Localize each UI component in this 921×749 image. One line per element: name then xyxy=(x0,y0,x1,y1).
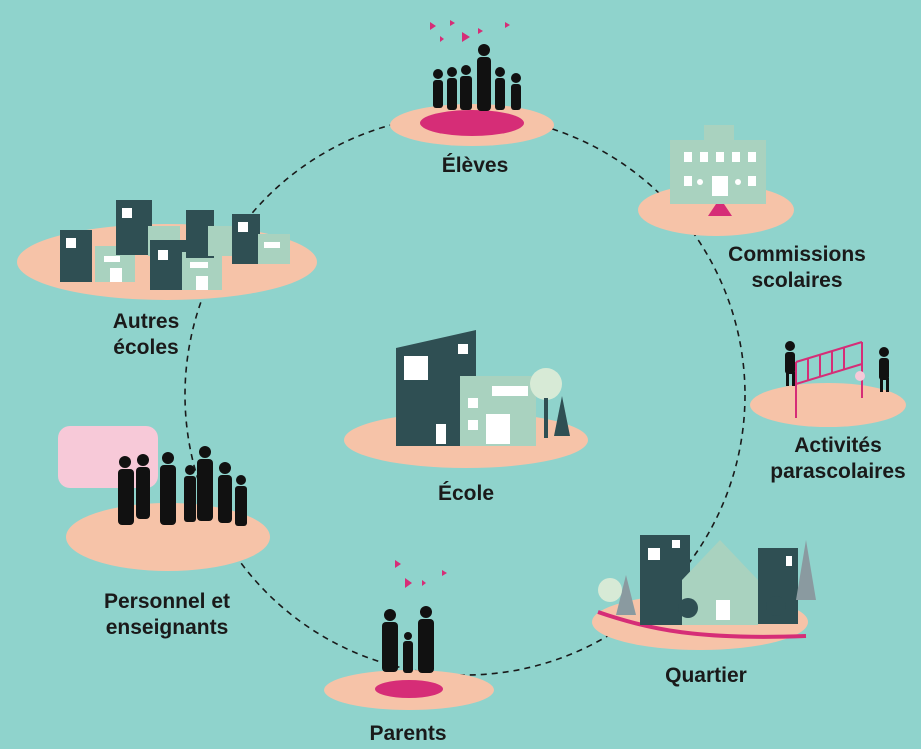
commissions-node xyxy=(638,125,794,236)
activites-node xyxy=(750,341,906,427)
label-activites: Activités parascolaires xyxy=(770,434,906,483)
staff-silhouettes-icon xyxy=(118,446,247,526)
butterflies-icon xyxy=(430,20,510,42)
label-commissions: Commissions scolaires xyxy=(728,243,866,292)
river-path-icon xyxy=(597,610,807,639)
students-silhouettes-icon xyxy=(433,44,521,111)
family-silhouettes-icon xyxy=(382,606,434,673)
label-ecole: École xyxy=(437,482,495,505)
label-parents: Parents xyxy=(369,722,447,745)
quartier-node xyxy=(592,535,816,650)
house-icon xyxy=(682,540,758,625)
parents-accent-spot xyxy=(375,680,443,698)
school-tree-icon xyxy=(530,368,562,400)
personnel-node xyxy=(58,426,270,571)
eleves-node xyxy=(390,20,554,146)
autres-ecoles-node xyxy=(17,200,317,300)
connection-ring xyxy=(184,114,746,676)
parents-butterflies-icon xyxy=(395,560,447,588)
eleves-accent-spot xyxy=(420,110,524,136)
volleyball-net-icon xyxy=(795,341,863,418)
label-personnel: Personnel et enseignants xyxy=(103,590,231,639)
parents-node xyxy=(324,560,494,710)
label-autres-ecoles: Autres écoles xyxy=(112,310,180,359)
ecole-node xyxy=(344,330,588,468)
label-eleves: Élèves xyxy=(441,154,509,177)
activites-platform xyxy=(750,383,906,427)
label-quartier: Quartier xyxy=(665,664,747,687)
ball-icon xyxy=(855,371,865,381)
players-silhouettes-icon xyxy=(785,341,889,392)
tree-icon xyxy=(678,598,698,618)
